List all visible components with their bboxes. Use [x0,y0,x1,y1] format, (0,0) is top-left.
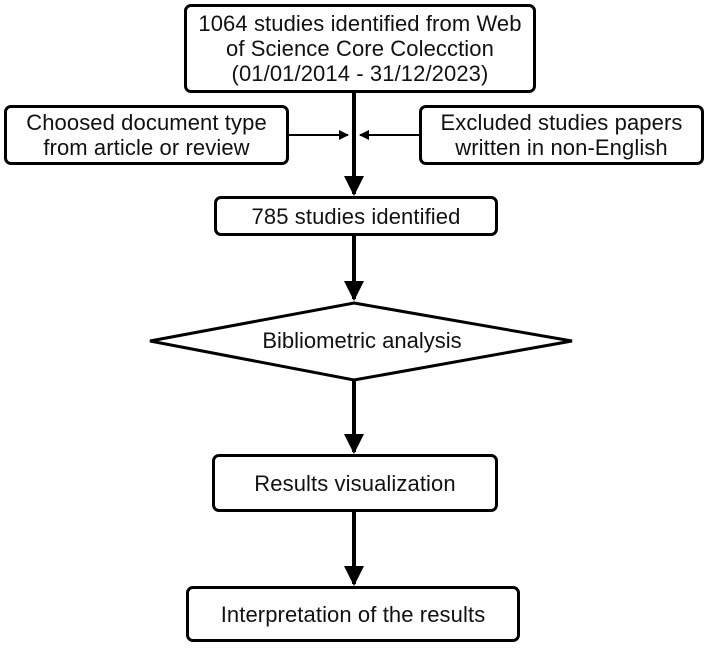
bibliometric-analysis-label: Bibliometric analysis [262,328,462,353]
identified-studies-label: 785 studies identified [251,203,461,229]
source-line-3: (01/01/2014 - 31/12/2023) [231,61,489,86]
language-filter-line-2: written in non-English [455,135,668,160]
source-line-1: 1064 studies identified from Web [198,11,522,36]
identified-studies-box: 785 studies identified [214,196,498,236]
language-filter-box: Excluded studies papers written in non-E… [419,105,704,165]
interpretation-label: Interpretation of the results [220,601,486,627]
document-type-filter-box: Choosed document type from article or re… [4,105,289,165]
source-line-2: of Science Core Colecction [226,36,494,61]
source-database-box: 1064 studies identified from Web of Scie… [184,4,536,93]
results-visualization-label: Results visualization [254,470,456,496]
type-filter-line-1: Choosed document type [26,110,267,135]
interpretation-box: Interpretation of the results [186,586,520,642]
type-filter-line-2: from article or review [43,135,250,160]
results-visualization-box: Results visualization [212,454,498,512]
language-filter-line-1: Excluded studies papers [440,110,683,135]
